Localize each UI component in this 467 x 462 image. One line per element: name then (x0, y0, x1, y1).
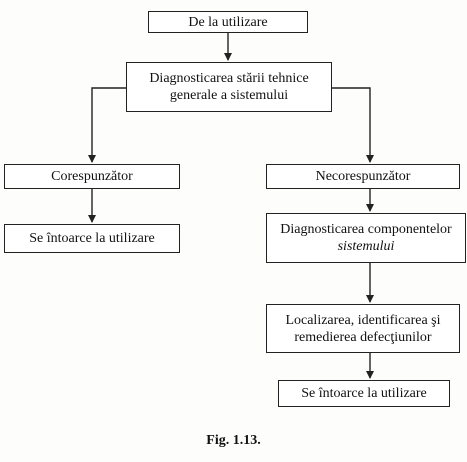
node-diag-components: Diagnosticarea componentelor sistemului (266, 213, 466, 263)
node-fix-line1: Localizarea, identificarea şi (285, 312, 441, 328)
node-return-left: Se întoarce la utilizare (4, 224, 180, 253)
figure-caption: Fig. 1.13. (206, 433, 261, 448)
node-fix: Localizarea, identificarea şi remedierea… (266, 304, 460, 353)
node-diag-general-line1: Diagnosticarea stării tehnice (149, 71, 309, 86)
arrow-diag-to-ok (88, 87, 126, 163)
node-ok: Corespunzător (4, 164, 180, 189)
node-return-right: Se întoarce la utilizare (278, 380, 450, 407)
node-diag-general: Diagnosticarea stării tehnice generale a… (126, 62, 332, 112)
node-ok-label: Corespunzător (51, 169, 133, 184)
node-not-ok: Necorespunzător (266, 164, 460, 189)
node-start: De la utilizare (148, 11, 308, 33)
node-diag-components-line1: Diagnosticarea componentelor (280, 222, 452, 237)
node-diag-components-line2: sistemului (337, 239, 395, 254)
node-return-right-label: Se întoarce la utilizare (301, 386, 427, 401)
arrow-diag-to-not-ok (330, 87, 374, 163)
node-fix-line2: remedierea defecţiunilor (294, 329, 432, 345)
node-return-left-label: Se întoarce la utilizare (29, 231, 155, 246)
node-not-ok-label: Necorespunzător (315, 169, 411, 184)
node-start-label: De la utilizare (188, 14, 268, 30)
node-diag-general-line2: generale a sistemului (169, 88, 289, 103)
